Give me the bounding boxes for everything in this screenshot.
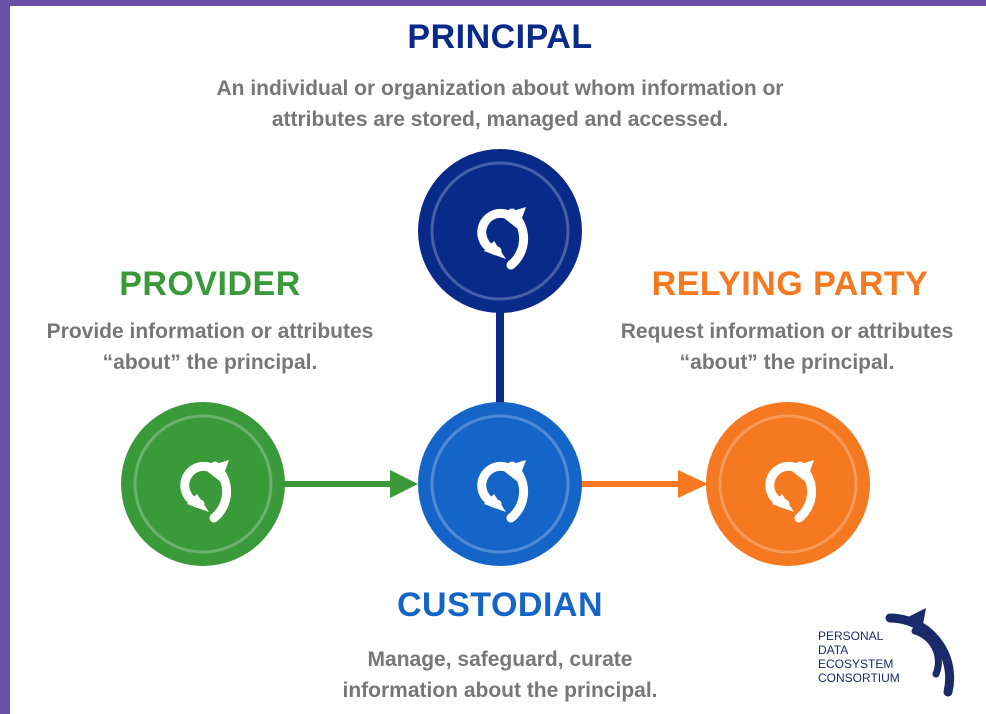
provider-node xyxy=(121,402,285,566)
custodian-description: Manage, safeguard, curate information ab… xyxy=(270,644,730,706)
custodian-node xyxy=(418,402,582,566)
consortium-logo: PERSONAL DATA ECOSYSTEM CONSORTIUM xyxy=(818,629,900,685)
custodian-description-line-1: Manage, safeguard, curate xyxy=(367,648,633,671)
principal-description-line-2: attributes are stored, managed and acces… xyxy=(271,108,729,131)
relying-party-description-line-1: Request information or attributes xyxy=(620,320,954,343)
custodian-title: CUSTODIAN xyxy=(397,586,603,624)
principal-description: An individual or organization about whom… xyxy=(160,73,840,135)
principal-node xyxy=(418,149,582,313)
custodian-to-relying-party-arrow-icon xyxy=(576,470,708,498)
provider-description: Provide information or attributes “about… xyxy=(10,316,410,378)
diagram-canvas xyxy=(121,149,955,697)
relying-party-description: Request information or attributes “about… xyxy=(588,316,986,378)
relying-party-description-line-2: “about” the principal. xyxy=(679,351,895,374)
provider-description-line-1: Provide information or attributes xyxy=(46,320,374,343)
logo-line-3: ECOSYSTEM xyxy=(818,657,894,671)
custodian-description-line-2: information about the principal. xyxy=(342,679,658,702)
logo-line-4: CONSORTIUM xyxy=(818,671,900,685)
relying-party-title: RELYING PARTY xyxy=(651,265,929,303)
relying-party-node xyxy=(706,402,870,566)
logo-line-1: PERSONAL xyxy=(818,629,884,643)
provider-title: PROVIDER xyxy=(119,265,301,303)
provider-to-custodian-arrow-icon xyxy=(278,470,418,498)
diagram-frame: PRINCIPAL An individual or organization … xyxy=(10,6,986,714)
principal-title: PRINCIPAL xyxy=(407,18,593,56)
logo-line-2: DATA xyxy=(818,643,849,657)
provider-description-line-2: “about” the principal. xyxy=(102,351,318,374)
consortium-logo-icon xyxy=(885,608,955,697)
principal-description-line-1: An individual or organization about whom… xyxy=(216,77,784,100)
